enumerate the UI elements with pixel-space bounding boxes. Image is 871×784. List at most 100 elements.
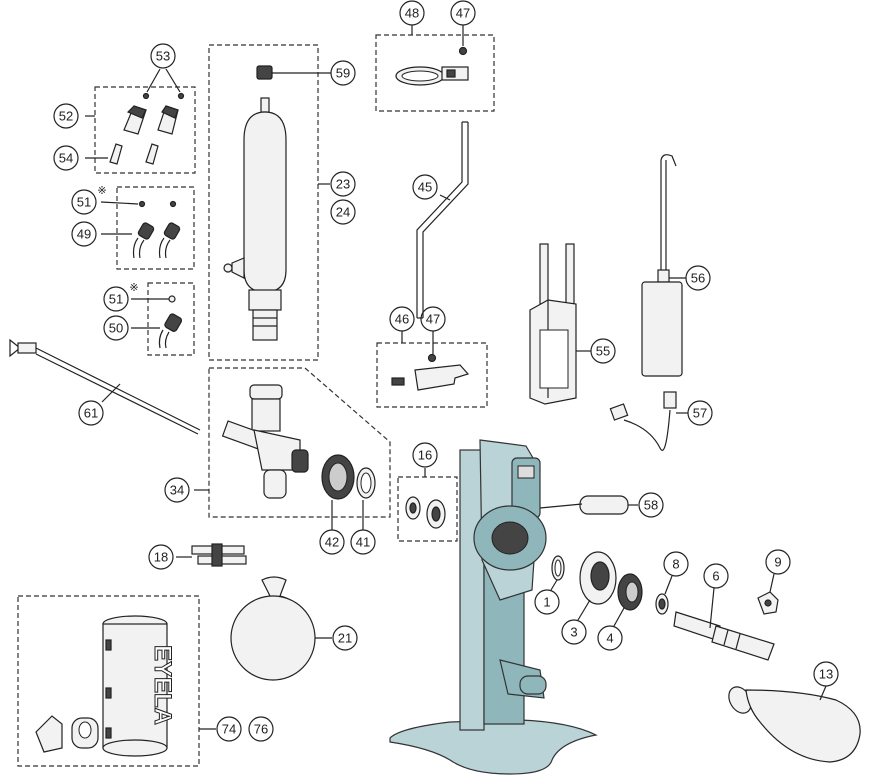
callout-56: 56 (685, 265, 711, 291)
svg-text:51: 51 (77, 195, 91, 210)
callout-58: 58 (638, 492, 664, 518)
callout-16: 16 (412, 442, 438, 468)
svg-text:53: 53 (156, 49, 170, 64)
callout-55: 55 (590, 338, 616, 364)
svg-text:18: 18 (154, 550, 168, 565)
group-box-74-76 (17, 595, 200, 767)
callout-61: 61 (78, 400, 104, 426)
part-3-seal-disc (579, 551, 617, 605)
part-21-round-flask (230, 576, 316, 681)
svg-text:46: 46 (395, 312, 409, 327)
part-51-ring-b (168, 295, 176, 303)
callout-21: 21 (332, 625, 358, 651)
svg-text:52: 52 (59, 109, 73, 124)
callout-41: 41 (350, 529, 376, 555)
svg-text:4: 4 (606, 631, 613, 646)
callout-23: 23 (330, 171, 356, 197)
callout-54: 54 (53, 145, 79, 171)
svg-text:47: 47 (426, 312, 440, 327)
group-box-46-47 (376, 342, 488, 408)
group-box-34 (208, 367, 391, 518)
svg-text:1: 1 (543, 595, 550, 610)
group-box-23-24 (208, 44, 319, 361)
callout-76: 76 (248, 716, 274, 742)
svg-text:13: 13 (819, 667, 833, 682)
part-45-bent-rod (416, 121, 469, 319)
svg-text:57: 57 (693, 406, 707, 421)
callout-48: 48 (399, 0, 425, 26)
part-23-condenser (223, 97, 287, 341)
svg-text:74: 74 (222, 722, 236, 737)
part-9-clamp (757, 591, 779, 615)
callout-8: 8 (663, 551, 689, 577)
svg-text:48: 48 (405, 6, 419, 21)
callout-9: 9 (765, 549, 791, 575)
part-34-valve (221, 384, 309, 499)
part-56-sensor (641, 154, 683, 377)
callout-3: 3 (561, 619, 587, 645)
callout-45: 45 (412, 174, 438, 200)
part-61-probe (9, 338, 201, 435)
part-59-cap (256, 65, 273, 80)
leader-lines (85, 25, 827, 730)
callout-1: 1 (534, 589, 560, 615)
svg-text:58: 58 (644, 498, 658, 513)
svg-text:59: 59 (336, 66, 350, 81)
callout-59: 59 (330, 60, 356, 86)
callout-6: 6 (703, 563, 729, 589)
callout-24: 24 (330, 199, 356, 225)
note-mark-b: ※ (129, 282, 138, 294)
callout-57: 57 (687, 400, 713, 426)
callout-13: 13 (813, 661, 839, 687)
svg-text:6: 6 (712, 569, 719, 584)
svg-text:50: 50 (109, 321, 123, 336)
svg-text:8: 8 (672, 557, 679, 572)
svg-text:47: 47 (456, 6, 470, 21)
part-52-fittings (123, 105, 179, 135)
callout-42: 42 (319, 529, 345, 555)
part-42-ring-nut (321, 454, 355, 500)
group-box-52-54 (94, 86, 196, 174)
svg-text:34: 34 (170, 483, 184, 498)
part-6-vapor-duct (673, 611, 775, 661)
part-1-oring (551, 555, 565, 581)
svg-text:16: 16 (418, 448, 432, 463)
group-box-51-49 (116, 186, 195, 270)
part-55-holder-frame (529, 243, 577, 405)
callout-46: 46 (389, 306, 415, 332)
callout-18: 18 (148, 544, 174, 570)
part-58-handle (539, 495, 629, 515)
callout-50: 50 (103, 315, 129, 341)
svg-text:23: 23 (336, 177, 350, 192)
eyela-logo: EYELA (149, 645, 176, 725)
callout-74: 74 (216, 716, 242, 742)
svg-text:76: 76 (254, 722, 268, 737)
svg-text:49: 49 (77, 227, 91, 242)
svg-text:61: 61 (84, 406, 98, 421)
callout-4: 4 (597, 625, 623, 651)
svg-text:54: 54 (59, 151, 73, 166)
part-48-clamp-band (395, 66, 469, 86)
group-box-16 (397, 476, 458, 542)
svg-text:56: 56 (691, 271, 705, 286)
part-18-clip (191, 543, 247, 567)
callout-34: 34 (164, 477, 190, 503)
part-74-bath-cover: EYELA (102, 615, 177, 757)
note-mark-a: ※ (97, 185, 106, 197)
svg-text:51: 51 (109, 292, 123, 307)
svg-text:41: 41 (356, 535, 370, 550)
part-13-pear-flask (728, 686, 861, 763)
part-4-ring (617, 573, 643, 611)
callout-51-a: 51 ※ (71, 185, 107, 215)
part-76-small-parts (35, 715, 99, 753)
svg-text:55: 55 (596, 344, 610, 359)
svg-text:3: 3 (570, 625, 577, 640)
svg-text:42: 42 (325, 535, 339, 550)
part-54-connectors (109, 143, 159, 165)
svg-text:21: 21 (338, 631, 352, 646)
callout-47-bottom: 47 (420, 306, 446, 332)
part-51-ring-a (138, 200, 177, 208)
part-16-seals (405, 496, 446, 529)
